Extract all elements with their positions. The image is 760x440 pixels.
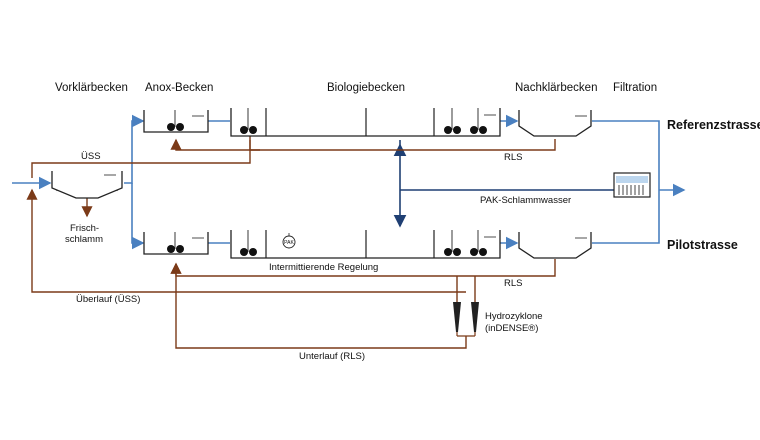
influent-flow [12,114,145,250]
label-hydrozyklone-1: Hydrozyklone [485,311,543,322]
label-rls-top: RLS [504,152,522,163]
nachklaerbecken-bottom [518,232,592,259]
ruecklaufschlamm-top [170,138,556,151]
filtration-unit [613,172,651,198]
label-ueberlauf: Überlauf (ÜSS) [76,294,140,305]
line-label-referenzstrasse: Referenzstrasse [667,118,760,132]
anox-tank-bottom [143,232,209,255]
header-vorklaerbecken: Vorklärbecken [55,82,128,94]
vorklaerbecken-tank [51,171,123,199]
uess-line [31,136,251,178]
label-frischschlamm-1: Frisch- [70,223,99,234]
label-hydrozyklone-2: (inDENSE®) [485,323,538,334]
label-uess: ÜSS [81,151,101,162]
pilot-flow [208,183,686,250]
pak-dosing-label: PAK [284,240,294,246]
pak-dosing-icon [282,235,296,249]
unterlauf-line [170,262,467,349]
header-filtration: Filtration [613,82,657,94]
line-label-pilotstrasse: Pilotstrasse [667,238,738,252]
anox-tank-top [143,110,209,133]
label-frischschlamm-2: schlamm [65,234,103,245]
label-rls-bottom: RLS [504,278,522,289]
label-intermittierende-regelung: Intermittierende Regelung [269,262,378,273]
header-biologiebecken: Biologiebecken [327,82,405,94]
header-anox-becken: Anox-Becken [145,82,213,94]
pak-lines [393,140,614,228]
nachklaerbecken-top [518,110,592,137]
hydrozyklone [453,302,479,337]
label-pak-schlammwasser: PAK-Schlammwasser [480,195,571,206]
biologiebecken-bottom: PAK [230,230,501,259]
ueberlauf-line [26,188,466,293]
referenz-flow [208,114,660,190]
header-nachklaerbecken: Nachklärbecken [515,82,597,94]
biologiebecken-top [230,108,501,137]
label-unterlauf: Unterlauf (RLS) [299,351,365,362]
